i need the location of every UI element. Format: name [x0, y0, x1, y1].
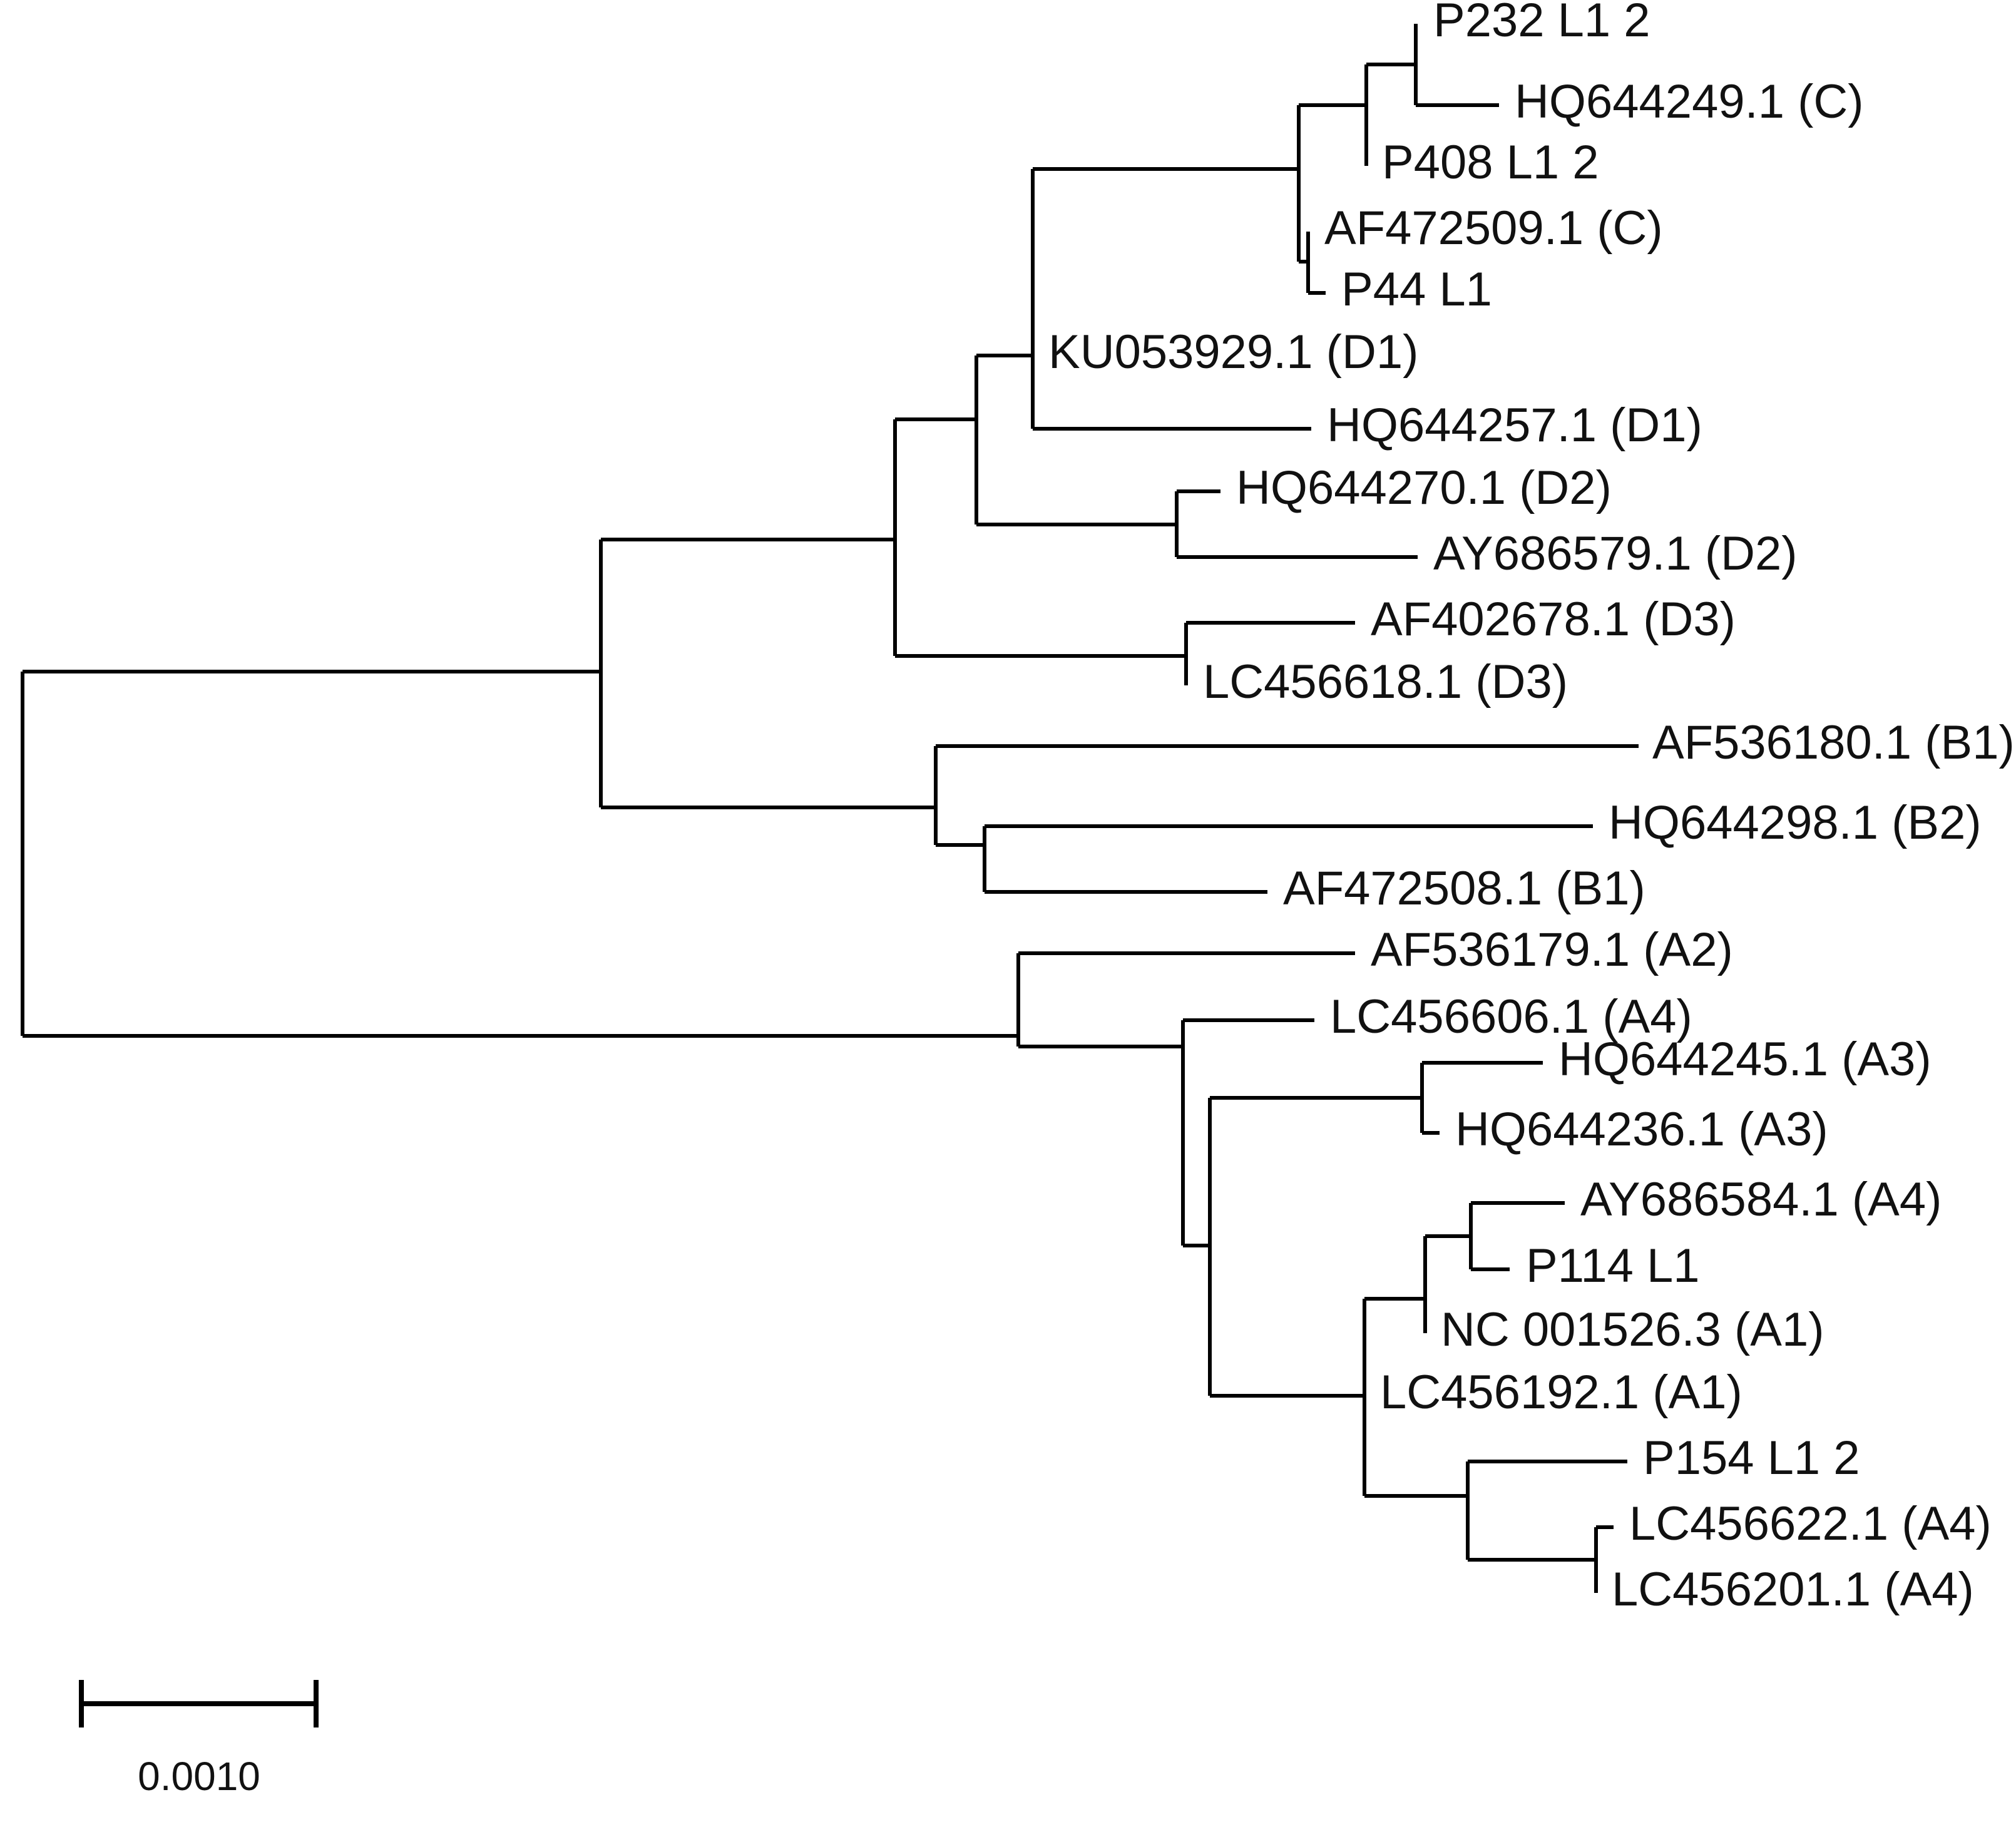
- leaf-label: HQ644257.1 (D1): [1327, 399, 1702, 452]
- leaf-label: HQ644298.1 (B2): [1609, 796, 1982, 849]
- leaf-label: LC456618.1 (D3): [1203, 655, 1568, 709]
- leaf-label: P232 L1 2: [1433, 0, 1650, 47]
- scale-bar-group: 0.0010: [79, 1680, 319, 1799]
- leaf-label: LC456201.1 (A4): [1612, 1563, 1974, 1616]
- leaf-label: P408 L1 2: [1382, 136, 1599, 189]
- scale-bar-label: 0.0010: [138, 1754, 260, 1799]
- leaf-label: HQ644245.1 (A3): [1558, 1033, 1932, 1086]
- branch-layer: [21, 24, 1639, 1593]
- leaf-label: AF402678.1 (D3): [1371, 593, 1736, 646]
- leaf-label: HQ644270.1 (D2): [1236, 461, 1612, 514]
- leaf-label: AF536179.1 (A2): [1371, 923, 1733, 976]
- leaf-label: AY686579.1 (D2): [1433, 527, 1798, 580]
- leaf-label: AY686584.1 (A4): [1580, 1173, 1942, 1226]
- leaf-label: HQ644249.1 (C): [1515, 75, 1864, 128]
- leaf-label: P44 L1: [1341, 263, 1492, 316]
- leaf-label: HQ644236.1 (A3): [1455, 1103, 1828, 1156]
- scale-bar-line: [79, 1680, 319, 1727]
- leaf-label: AF472509.1 (C): [1324, 202, 1663, 255]
- leaf-label: LC456192.1 (A1): [1380, 1366, 1742, 1419]
- leaf-label: NC 001526.3 (A1): [1441, 1303, 1824, 1356]
- leaf-label: KU053929.1 (D1): [1048, 325, 1418, 379]
- leaf-label: LC456606.1 (A4): [1330, 990, 1692, 1043]
- leaf-label: AF472508.1 (B1): [1283, 862, 1645, 915]
- leaf-label: P154 L1 2: [1643, 1431, 1860, 1485]
- leaf-label-layer: P232 L1 2 HQ644249.1 (C) P408 L1 2 AF472509…: [1048, 0, 2015, 1616]
- leaf-label: AF536180.1 (B1): [1652, 716, 2015, 769]
- leaf-label: LC456622.1 (A4): [1629, 1497, 1992, 1550]
- leaf-label: P114 L1: [1526, 1239, 1700, 1292]
